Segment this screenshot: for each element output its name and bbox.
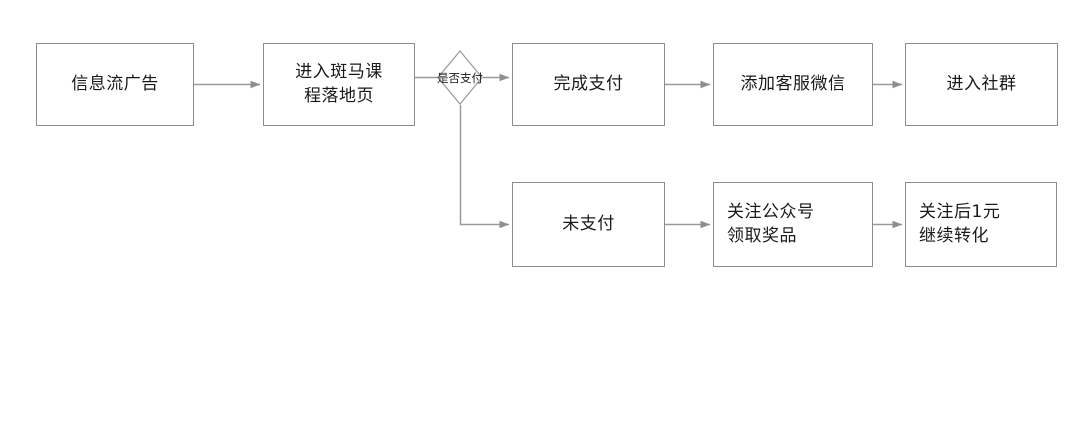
node-xinxiliu-guanggao[interactable]: 信息流广告 — [36, 43, 194, 126]
node-wancheng-zhifu[interactable]: 完成支付 — [512, 43, 665, 126]
node-jinru-shequn[interactable]: 进入社群 — [905, 43, 1058, 126]
decision-shifou-zhifu[interactable]: 是否支付 — [437, 50, 483, 105]
node-label: 关注后1元 继续转化 — [919, 202, 1001, 246]
decision-label: 是否支付 — [437, 70, 483, 85]
edge-d1-n6 — [459, 105, 510, 229]
node-jinru-banma-luodiye[interactable]: 进入斑马课 程落地页 — [263, 43, 415, 126]
node-label: 关注公众号 领取奖品 — [727, 202, 815, 246]
node-label: 完成支付 — [553, 73, 624, 94]
node-guanzhuhou-1yuan[interactable]: 关注后1元 继续转化 — [905, 182, 1057, 267]
diamond-shape — [437, 50, 483, 105]
node-wei-zhifu[interactable]: 未支付 — [512, 182, 665, 267]
node-tianjia-kefu-weixin[interactable]: 添加客服微信 — [713, 43, 873, 126]
node-guanzhu-gongzhonghao[interactable]: 关注公众号 领取奖品 — [713, 182, 873, 267]
node-label: 信息流广告 — [71, 73, 159, 94]
node-label: 进入斑马课 程落地页 — [295, 62, 383, 106]
node-label: 未支付 — [562, 213, 615, 234]
node-label: 添加客服微信 — [740, 73, 846, 94]
node-label: 进入社群 — [946, 73, 1017, 94]
